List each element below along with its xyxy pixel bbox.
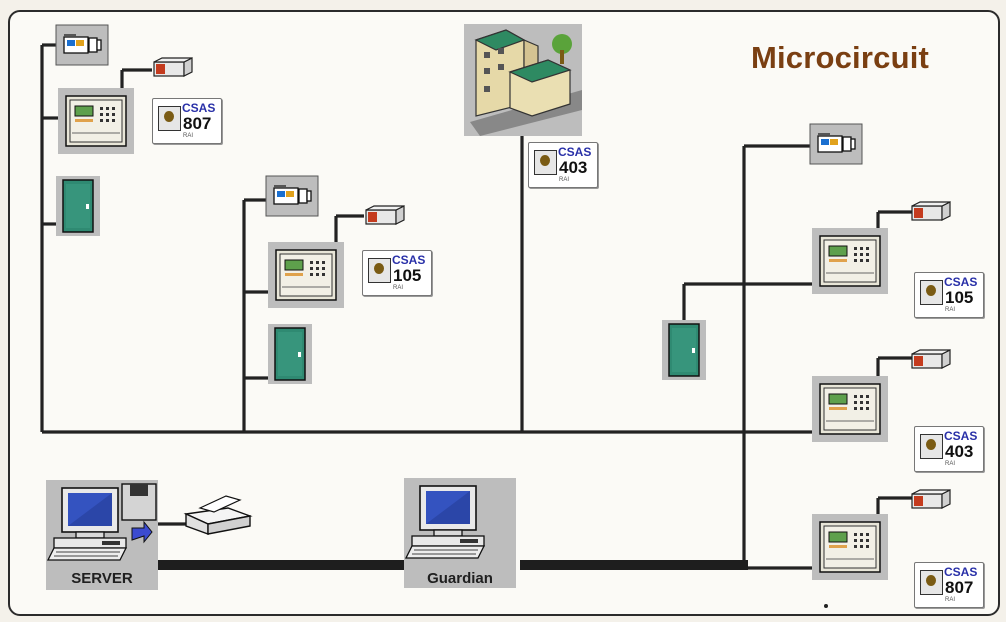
badge-tiny-text: RAI [559,177,570,183]
server-label: SERVER [71,570,133,587]
badge-number: 105 [945,288,974,307]
floppy-disk-icon [121,483,157,544]
sensor-icon-3[interactable] [911,201,951,221]
badge-brand: CSAS [944,275,978,289]
badge-tiny-text: RAI [945,307,956,313]
badge-brand: CSAS [392,253,426,267]
person-icon [368,258,391,283]
badge-number: 403 [945,442,974,461]
person-icon [920,280,943,305]
badge-number: 807 [183,114,212,133]
sensor-icon-2[interactable] [365,205,405,225]
person-icon [158,106,181,131]
access-panel-icon-4[interactable] [811,375,889,443]
badge-tiny-text: RAI [945,597,956,603]
badge-brand: CSAS [558,145,592,159]
door-icon-2[interactable] [267,323,313,385]
badge-brand: CSAS [182,101,216,115]
sensor-icon-4[interactable] [911,349,951,369]
badge-number: 105 [393,266,422,285]
badge-tiny-text: RAI [945,461,956,467]
access-panel-icon-1[interactable] [57,87,135,155]
door-icon-1[interactable] [55,175,101,237]
badge-tiny-text: RAI [183,133,194,139]
guardian-label: Guardian [427,570,493,587]
csas-badge-1: CSAS 807 RAI [152,98,222,144]
access-panel-icon-5[interactable] [811,513,889,581]
thin-wiring [40,43,912,570]
badge-brand: CSAS [944,429,978,443]
diagram-title: Microcircuit [750,40,930,75]
building-icon [464,24,582,136]
badge-number: 807 [945,578,974,597]
printer-icon[interactable] [183,495,253,535]
camera-icon-1[interactable] [55,24,109,66]
access-panel-icon-3[interactable] [811,227,889,295]
csas-badge-6: CSAS 807 RAI [914,562,984,608]
camera-icon-3[interactable] [809,123,863,165]
csas-badge-5: CSAS 403 RAI [914,426,984,472]
person-icon [920,434,943,459]
access-panel-icon-2[interactable] [267,241,345,309]
csas-badge-2: CSAS 105 RAI [362,250,432,296]
sensor-icon-1[interactable] [153,57,193,77]
person-icon [920,570,943,595]
door-icon-3[interactable] [661,319,707,381]
camera-icon-2[interactable] [265,175,319,217]
csas-badge-3: CSAS 403 RAI [528,142,598,188]
badge-tiny-text: RAI [393,285,404,291]
person-icon [534,150,557,175]
csas-badge-4: CSAS 105 RAI [914,272,984,318]
badge-brand: CSAS [944,565,978,579]
sensor-icon-5[interactable] [911,489,951,509]
badge-number: 403 [559,158,588,177]
